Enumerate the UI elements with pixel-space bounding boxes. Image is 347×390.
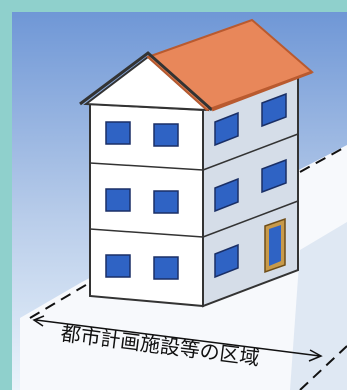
window xyxy=(105,121,131,145)
window xyxy=(261,92,287,128)
roof-ridge-edge xyxy=(211,70,313,112)
zone-label-arrow xyxy=(32,315,323,362)
floor-lines xyxy=(89,133,299,238)
window xyxy=(105,254,131,278)
zone-boundary-left-line xyxy=(29,278,97,319)
window xyxy=(153,256,179,280)
door-panel xyxy=(269,225,281,266)
zone-boundary-bottom-line xyxy=(299,345,347,390)
zone-boundary-right-line xyxy=(299,145,347,173)
side-windows xyxy=(214,92,287,279)
window xyxy=(153,190,179,214)
front-windows xyxy=(105,121,179,280)
window xyxy=(261,158,287,194)
window xyxy=(214,243,239,279)
zone-boundary xyxy=(29,145,347,390)
window xyxy=(214,177,239,213)
window xyxy=(214,111,239,147)
roof-eave xyxy=(79,51,213,112)
window xyxy=(153,123,179,147)
ground-shadow-right xyxy=(290,222,347,390)
window xyxy=(105,188,131,212)
